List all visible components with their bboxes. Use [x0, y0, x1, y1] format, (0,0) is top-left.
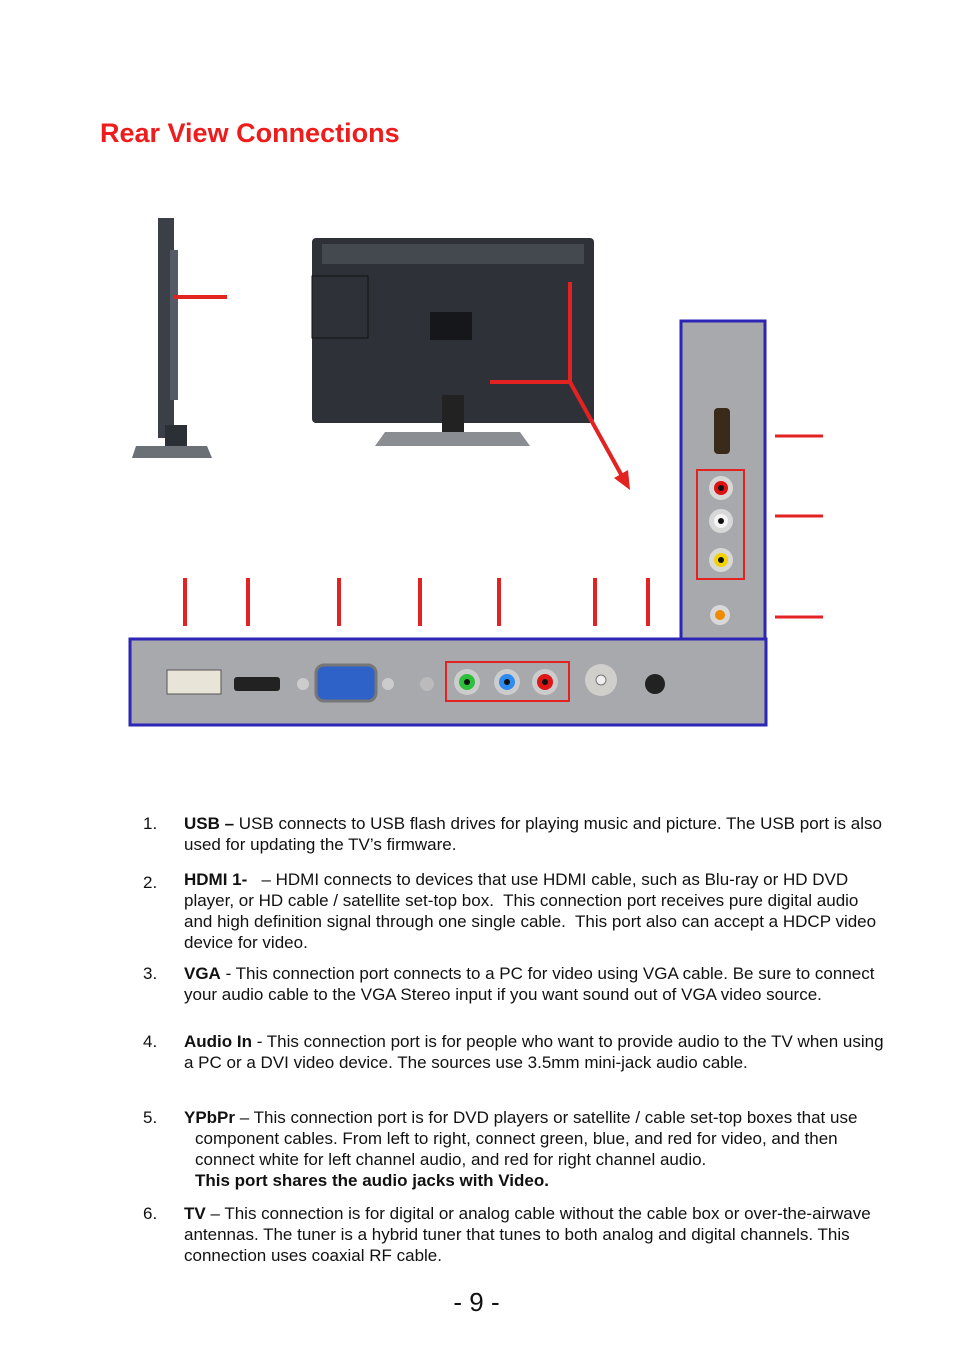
hdmi-port — [234, 677, 280, 691]
hdmi-side-port — [714, 408, 730, 454]
rear-connections-diagram — [128, 218, 823, 727]
bottom-port-panel — [128, 637, 768, 727]
headphone-port — [645, 674, 665, 694]
tv-side-view — [132, 218, 212, 458]
page-title: Rear View Connections — [100, 118, 400, 148]
audio-in-port — [420, 677, 434, 691]
tv-rear-view — [311, 238, 594, 446]
usb-port — [166, 669, 222, 695]
vga-port — [314, 663, 378, 703]
page-number: - 9 - — [453, 1287, 500, 1317]
